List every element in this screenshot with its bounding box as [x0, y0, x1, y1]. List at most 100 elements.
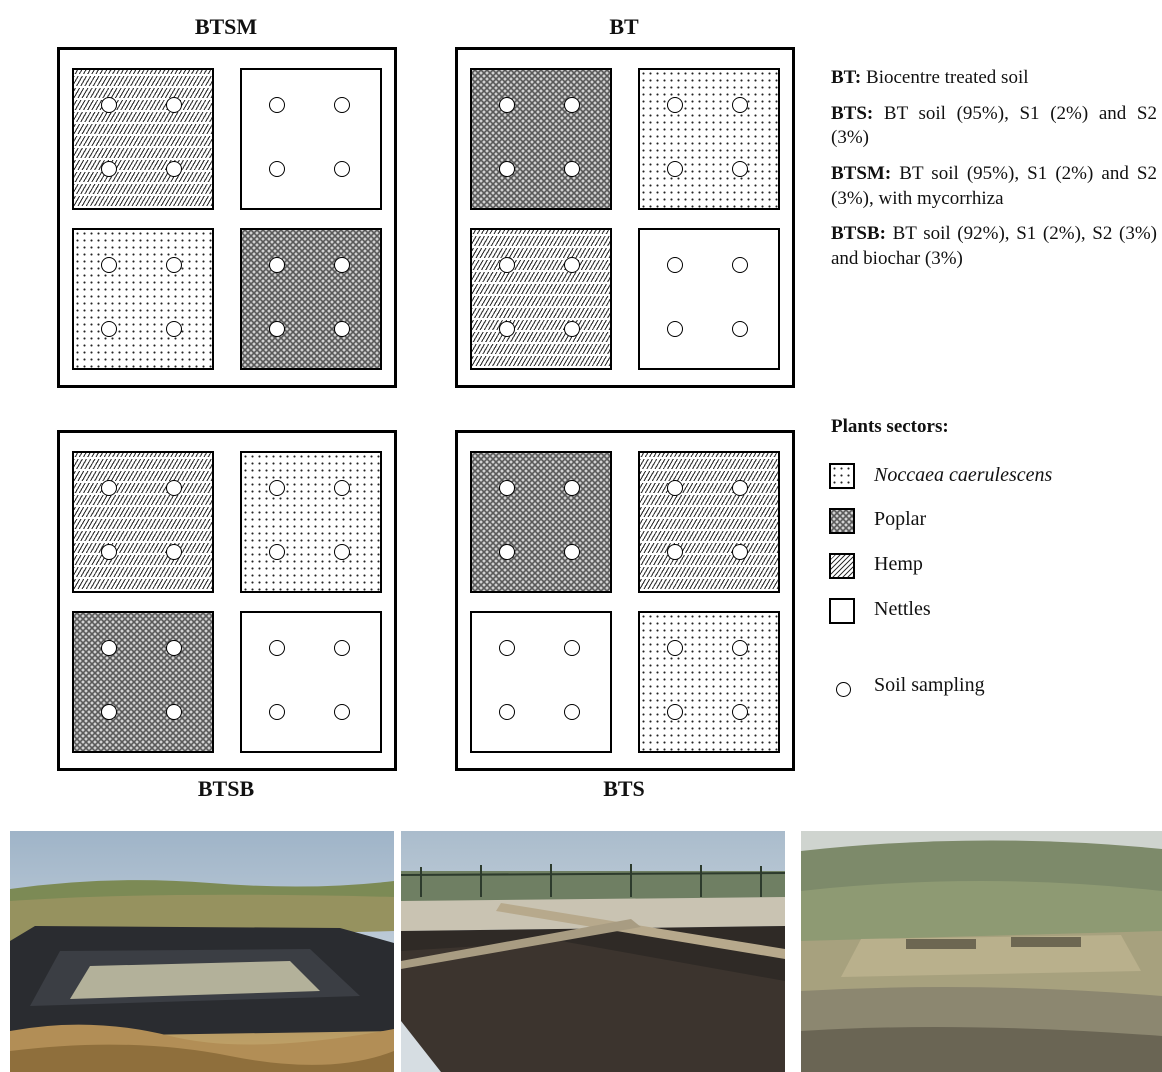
- soil-sampling-point: [334, 704, 350, 720]
- soil-sampling-point: [732, 97, 748, 113]
- soil-sampling-point: [564, 640, 580, 656]
- soil-sampling-point: [499, 257, 515, 273]
- soil-sampling-point: [732, 640, 748, 656]
- soil-sampling-point: [499, 544, 515, 560]
- soil-sampling-point: [732, 544, 748, 560]
- plot-bt: [455, 47, 795, 388]
- def-btsm-text: BT soil (95%), S1 (2%) and S2 (3%), with…: [831, 163, 1157, 209]
- sampling-circle-icon: [836, 682, 851, 697]
- sector-nettles: [240, 68, 382, 210]
- soil-sampling-point: [166, 257, 182, 273]
- soil-sampling-point: [564, 97, 580, 113]
- soil-sampling-point: [334, 544, 350, 560]
- soil-sampling-point: [732, 321, 748, 337]
- soil-sampling-point: [334, 97, 350, 113]
- lined-pit-photo: [10, 831, 394, 1072]
- soil-sampling-point: [101, 640, 117, 656]
- soil-sampling-point: [101, 161, 117, 177]
- legend-title: Plants sectors:: [831, 416, 949, 437]
- legend-label-hemp: Hemp: [874, 553, 923, 575]
- soil-sampling-point: [499, 97, 515, 113]
- plot-title-bt: BT: [609, 14, 639, 39]
- soil-sampling-point: [499, 640, 515, 656]
- soil-sampling-point: [334, 640, 350, 656]
- soil-sampling-point: [667, 321, 683, 337]
- sector-nettles: [470, 611, 612, 753]
- soil-sampling-point: [732, 257, 748, 273]
- soil-sampling-point: [334, 257, 350, 273]
- plot-title-btsb: BTSB: [197, 776, 255, 801]
- sector-noccaea: [638, 68, 780, 210]
- def-bts-text: BT soil (95%), S1 (2%) and S2 (3%): [831, 102, 1157, 149]
- soil-sampling-point: [564, 257, 580, 273]
- legend-swatch-hemp: [829, 553, 855, 579]
- site-overview-photo: [801, 831, 1162, 1072]
- legend-swatch-noccaea: [829, 463, 855, 489]
- soil-sampling-point: [732, 480, 748, 496]
- plot-bts: [455, 430, 795, 771]
- soil-sampling-point: [101, 480, 117, 496]
- soil-sampling-point: [269, 97, 285, 113]
- soil-sampling-point: [269, 544, 285, 560]
- def-btsb-term: BTSB:: [831, 223, 886, 245]
- legend-label-poplar: Poplar: [874, 508, 927, 530]
- soil-sampling-point: [667, 480, 683, 496]
- legend-label-noccaea: Noccaea caerulescens: [874, 464, 1053, 486]
- sector-poplar: [470, 451, 612, 593]
- soil-sampling-point: [564, 321, 580, 337]
- soil-sampling-point: [166, 544, 182, 560]
- soil-sampling-point: [667, 257, 683, 273]
- soil-sampling-point: [667, 640, 683, 656]
- plot-btsb: [57, 430, 397, 771]
- plot-title-btsm: BTSM: [194, 14, 258, 39]
- soil-sampling-point: [166, 704, 182, 720]
- legend-label-soil-sampling: Soil sampling: [874, 674, 985, 696]
- soil-sampling-point: [732, 704, 748, 720]
- soil-sampling-point: [499, 704, 515, 720]
- sector-noccaea: [638, 611, 780, 753]
- soil-sampling-point: [101, 704, 117, 720]
- soil-sampling-point: [499, 161, 515, 177]
- soil-sampling-point: [166, 161, 182, 177]
- soil-sampling-point: [269, 480, 285, 496]
- planted-plots-photo: [401, 831, 785, 1072]
- sector-noccaea: [72, 228, 214, 370]
- sector-hemp: [72, 451, 214, 593]
- soil-sampling-point: [667, 97, 683, 113]
- plot-title-bts: BTS: [603, 776, 645, 801]
- def-bt-text: Biocentre treated soil: [866, 67, 1029, 88]
- sector-hemp: [638, 451, 780, 593]
- soil-sampling-point: [166, 640, 182, 656]
- sector-nettles: [240, 611, 382, 753]
- soil-sampling-point: [101, 544, 117, 560]
- legend-label-nettles: Nettles: [874, 598, 931, 620]
- soil-sampling-point: [269, 161, 285, 177]
- soil-sampling-point: [499, 480, 515, 496]
- soil-sampling-point: [499, 321, 515, 337]
- soil-sampling-point: [269, 321, 285, 337]
- sector-hemp: [72, 68, 214, 210]
- legend-swatch-nettles: [829, 598, 855, 624]
- sector-poplar: [72, 611, 214, 753]
- soil-sampling-point: [101, 321, 117, 337]
- definitions-block: BT: Biocentre treated soil BTS: BT soil …: [831, 66, 1157, 272]
- soil-sampling-point: [101, 257, 117, 273]
- legend-swatch-poplar: [829, 508, 855, 534]
- soil-sampling-point: [667, 161, 683, 177]
- soil-sampling-point: [166, 321, 182, 337]
- sector-noccaea: [240, 451, 382, 593]
- soil-sampling-point: [334, 321, 350, 337]
- sector-poplar: [240, 228, 382, 370]
- soil-sampling-point: [667, 544, 683, 560]
- soil-sampling-point: [269, 704, 285, 720]
- soil-sampling-point: [667, 704, 683, 720]
- def-btsm-term: BTSM:: [831, 163, 892, 185]
- sector-nettles: [638, 228, 780, 370]
- soil-sampling-point: [564, 544, 580, 560]
- sector-poplar: [470, 68, 612, 210]
- soil-sampling-point: [269, 640, 285, 656]
- sector-hemp: [470, 228, 612, 370]
- soil-sampling-point: [334, 161, 350, 177]
- soil-sampling-point: [166, 97, 182, 113]
- soil-sampling-point: [269, 257, 285, 273]
